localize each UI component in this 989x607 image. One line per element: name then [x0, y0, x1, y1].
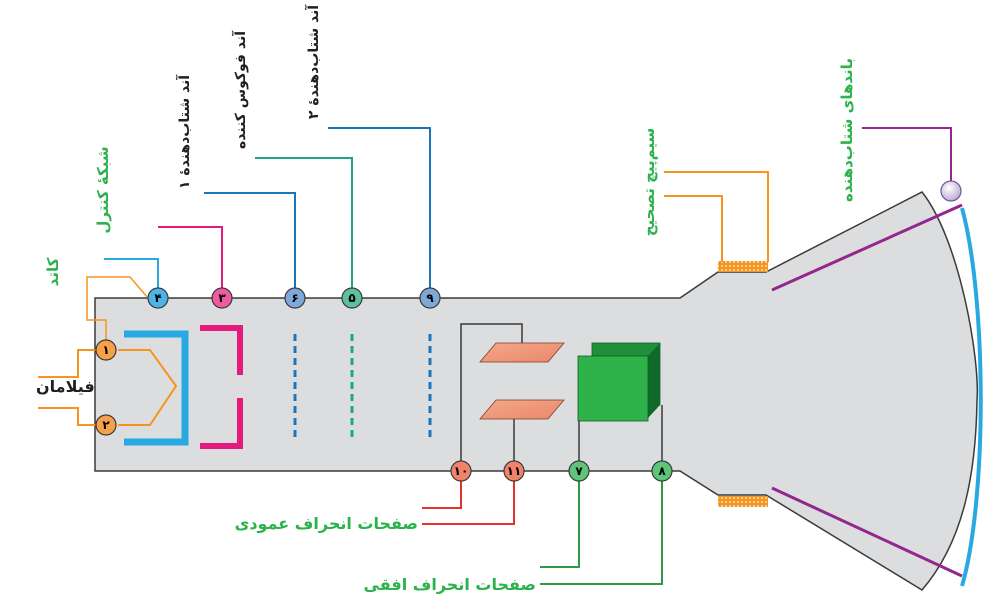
label-focus-anode: آند فوکوس کننده	[231, 30, 249, 149]
pin-9-label: ۹	[426, 291, 434, 305]
pin-9: ۹	[419, 287, 441, 309]
accel-band-terminal	[940, 180, 962, 202]
correction-coil-top	[718, 261, 768, 272]
phosphor-screen	[960, 207, 983, 587]
label-accel-bands: باندهای شتاب‌دهنده	[838, 58, 856, 202]
cathode-label-lead	[104, 258, 159, 298]
control-grid-lead	[158, 226, 223, 298]
pin-6: ۶	[284, 287, 306, 309]
pin-7-label: ۷	[575, 464, 583, 478]
correction-coil-bottom	[718, 496, 768, 507]
horizontal-label-lead-7	[540, 481, 580, 568]
label-cathode: کاتد	[44, 257, 62, 286]
pin-7: ۷	[568, 460, 590, 482]
label-filament: فیلامان	[36, 377, 95, 396]
vertical-label-lead-11	[422, 481, 515, 525]
pin-1-label: ۱	[102, 343, 109, 357]
horizontal-plate-front	[577, 355, 649, 422]
accel-anode-2-lead	[328, 127, 431, 298]
pin-2-label: ۲	[102, 418, 110, 432]
control-grid-lower	[200, 398, 243, 449]
pin-10: ۱۰	[450, 460, 472, 482]
label-control-grid: شبکهٔ کنترل	[94, 146, 112, 233]
label-accel-anode-1: آند شتاب‌دهندهٔ ۱	[175, 74, 193, 189]
control-grid-upper	[200, 325, 243, 375]
cathode	[124, 330, 189, 446]
vertical-plate-lead-top	[460, 323, 523, 462]
coil-lead-2	[664, 195, 723, 262]
pin-4: ۴	[147, 287, 169, 309]
pin-10-label: ۱۰	[454, 464, 469, 478]
pin-5: ۵	[341, 287, 363, 309]
pin-6-label: ۶	[291, 291, 298, 305]
horizontal-plate-side	[648, 343, 660, 418]
pin-5-label: ۵	[348, 291, 355, 305]
pin-8-label: ۸	[658, 464, 666, 478]
pin-3-label: ۳	[218, 291, 226, 305]
pin-11: ۱۱	[503, 460, 525, 482]
vertical-label-lead-10	[422, 481, 462, 509]
filament-coil	[118, 349, 178, 426]
label-accel-anode-2: آند شتاب‌دهندهٔ ۲	[304, 4, 322, 119]
pin-1: ۱	[95, 339, 117, 361]
accel-band-bottom	[771, 486, 963, 578]
label-horizontal-plates: صفحات انحراف افقی	[364, 575, 536, 594]
accel-band-lead	[862, 127, 952, 190]
pin-3: ۳	[211, 287, 233, 309]
pin-2: ۲	[95, 414, 117, 436]
pin-11-label: ۱۱	[507, 464, 522, 478]
accel-anode-1-lead	[204, 192, 296, 298]
filament-lead-top	[38, 349, 106, 378]
coil-lead-1	[664, 171, 769, 262]
accel-band-top	[771, 203, 963, 292]
pin-8: ۸	[651, 460, 673, 482]
crt-tube-body	[94, 191, 979, 591]
label-vertical-plates: صفحات انحراف عمودی	[235, 514, 418, 533]
focus-anode-lead	[255, 157, 353, 298]
label-correction-coil: سیم‌پیچ تصحیح	[640, 128, 659, 237]
pin-4-label: ۴	[154, 291, 161, 305]
horizontal-label-lead-8	[540, 481, 663, 585]
filament-lead-bottom	[38, 407, 106, 426]
cathode-lead	[86, 276, 149, 340]
vertical-plate-top	[479, 342, 565, 363]
vertical-plate-bottom	[479, 399, 565, 420]
